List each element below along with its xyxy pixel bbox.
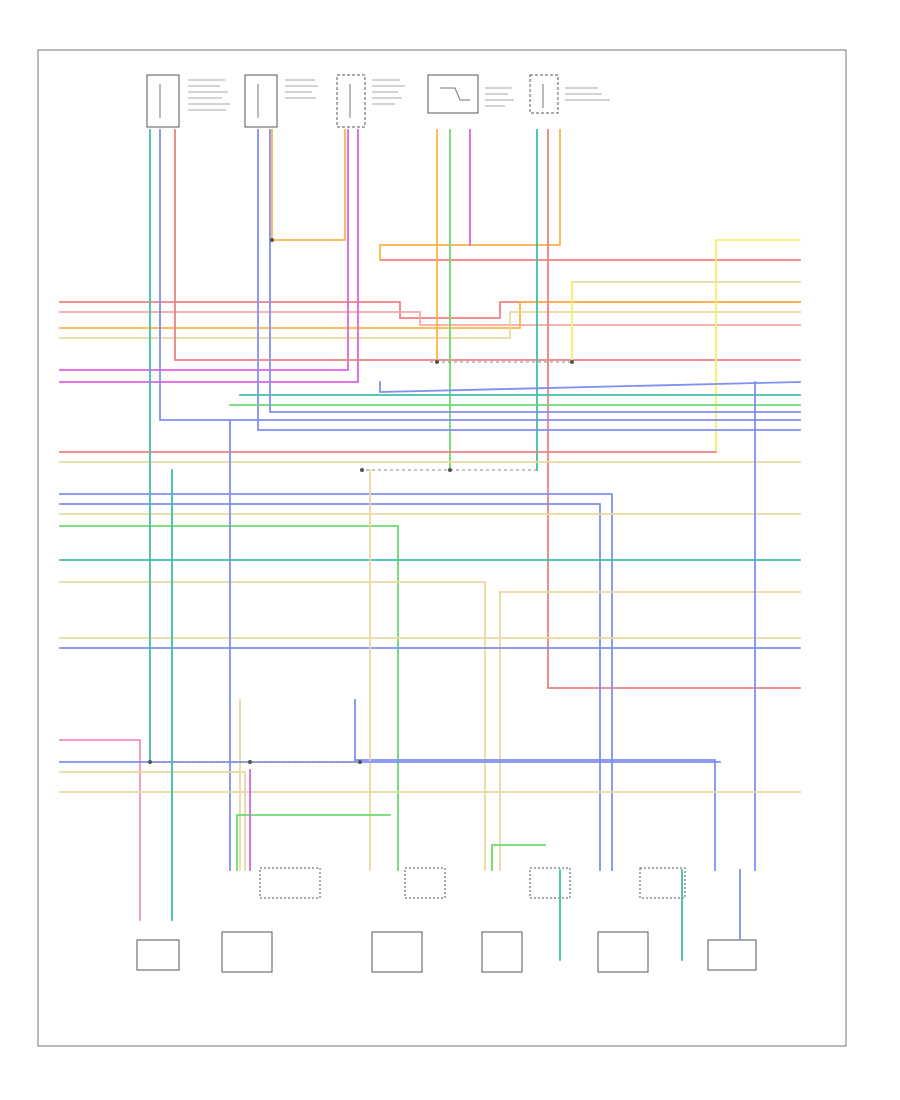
wire-red-1 — [59, 301, 801, 319]
wire-tan-5 — [59, 581, 486, 871]
wire-green-3 — [59, 525, 399, 871]
wire-orange-1 — [59, 301, 801, 329]
wire-red-3 — [174, 129, 801, 361]
wire-blue-4 — [269, 129, 801, 413]
wire-red-5 — [547, 129, 801, 689]
ground-connector-4 — [639, 867, 686, 899]
bottom-sensor-6 — [707, 939, 757, 971]
splice-dot — [270, 238, 274, 242]
wire-green-5 — [491, 844, 546, 871]
wire-blue-5 — [59, 493, 613, 871]
wire-violet-2 — [59, 129, 359, 383]
ground-connector-3 — [529, 867, 571, 899]
bottom-sensor-1 — [136, 939, 180, 971]
splice-dot — [360, 468, 364, 472]
wire-orange-2 — [271, 129, 346, 241]
top-connector-3 — [336, 74, 366, 128]
wire-tan-11 — [59, 771, 246, 871]
bottom-sensor-4 — [481, 931, 523, 973]
splice-dot — [358, 760, 362, 764]
top-connector-5 — [529, 74, 559, 114]
top-connector-1 — [146, 74, 180, 128]
wire-pink-1 — [59, 739, 141, 921]
splice-dot — [448, 468, 452, 472]
diagram-frame — [37, 49, 847, 1047]
top-connector-4 — [427, 74, 479, 114]
wire-layer — [59, 129, 801, 961]
splice-dots — [148, 238, 574, 764]
wire-blue-9 — [354, 699, 716, 871]
bottom-sensor-5 — [597, 931, 649, 973]
label-marks — [188, 79, 610, 111]
wire-violet-1 — [59, 129, 349, 371]
ground-connector-1 — [259, 867, 321, 899]
ground-connector-2 — [404, 867, 446, 899]
wire-tan-1 — [59, 311, 801, 339]
bottom-sensor-3 — [371, 931, 423, 973]
wire-green-4 — [236, 814, 391, 871]
wire-blue-3 — [257, 129, 801, 431]
splice-dot — [570, 360, 574, 364]
splice-dot — [435, 360, 439, 364]
bottom-sensor-2 — [221, 931, 273, 973]
wire-blue-2 — [159, 129, 801, 421]
wire-blue-6 — [59, 503, 601, 871]
wire-blue-1 — [379, 381, 801, 393]
splice-dot — [148, 760, 152, 764]
splice-dot — [248, 760, 252, 764]
wire-red-2 — [59, 311, 801, 326]
top-connector-2 — [244, 74, 278, 128]
